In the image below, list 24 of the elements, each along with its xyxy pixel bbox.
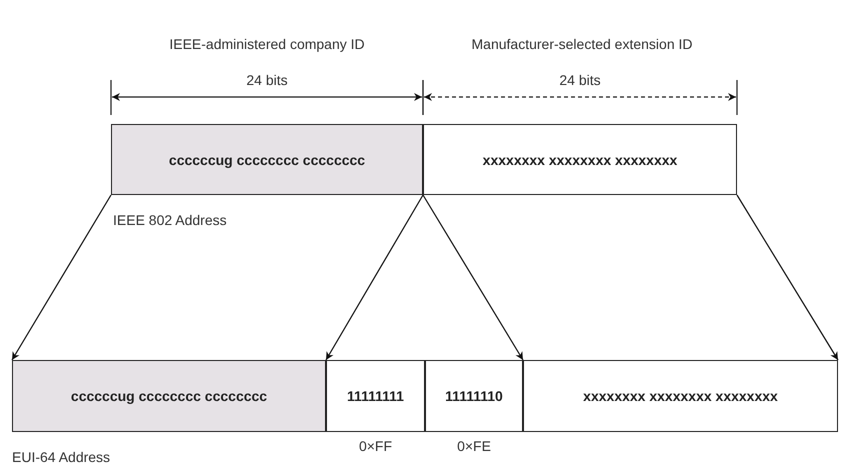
address-field-box	[425, 360, 523, 432]
mapping-arrow	[325, 194, 424, 360]
address-field-box	[523, 360, 838, 432]
mapping-arrow	[11, 194, 112, 360]
mapping-arrow	[736, 194, 839, 360]
bit-pattern-text: ccccccug cccccccc cccccccc	[70, 388, 268, 404]
address-field-box	[12, 360, 326, 432]
bit-pattern-text: 11111110	[445, 388, 503, 404]
mapping-arrow	[422, 194, 524, 360]
bit-pattern-text: 11111111	[347, 388, 404, 404]
field-heading: Manufacturer-selected extension ID	[472, 36, 692, 52]
address-caption: IEEE 802 Address	[113, 212, 227, 228]
address-field-box	[111, 124, 423, 195]
bit-pattern-text: xxxxxxxx xxxxxxxx xxxxxxxx	[583, 388, 778, 404]
hex-value-label: 0×FE	[457, 438, 491, 454]
address-field-box	[326, 360, 425, 432]
address-field-box	[423, 124, 737, 195]
field-heading: IEEE-administered company ID	[169, 36, 365, 52]
bit-length-label: 24 bits	[246, 72, 288, 88]
address-caption: EUI-64 Address	[12, 449, 110, 465]
bit-pattern-text: ccccccug cccccccc cccccccc	[168, 152, 366, 168]
bit-length-label: 24 bits	[559, 72, 601, 88]
hex-value-label: 0×FF	[358, 438, 392, 454]
bit-pattern-text: xxxxxxxx xxxxxxxx xxxxxxxx	[482, 152, 678, 168]
